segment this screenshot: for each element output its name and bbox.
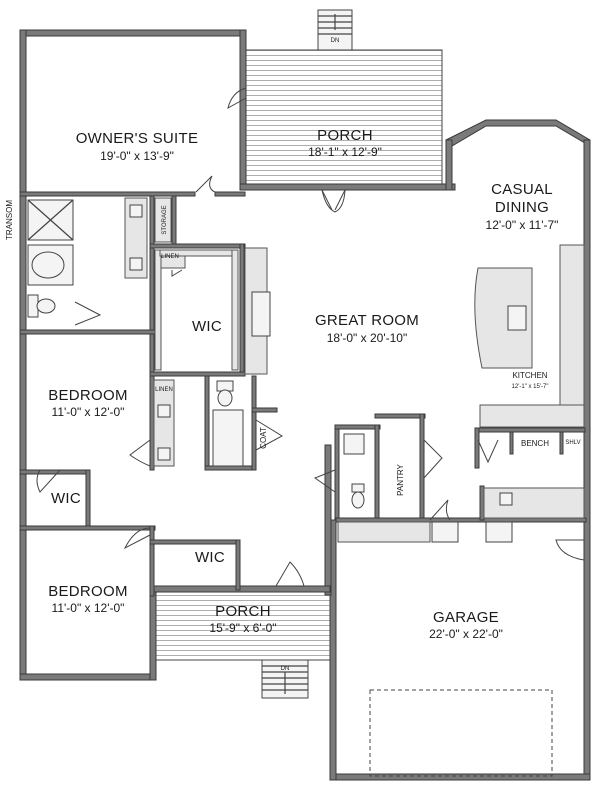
- rear-porch-steps: DN: [317, 9, 353, 51]
- linen-2-label: LINEN: [155, 387, 173, 393]
- bedroom-2-wic-label: WIC: [195, 549, 225, 566]
- front-porch-dim: 15'-9" x 6'-0": [209, 621, 276, 635]
- pantry-label: PANTRY: [396, 463, 405, 495]
- bedroom-1-label: BEDROOM: [48, 387, 128, 404]
- casual-dining-label-1: CASUAL: [491, 181, 553, 198]
- rear-porch-label: PORCH: [317, 127, 373, 144]
- bedroom-1-wic-label: WIC: [51, 490, 81, 507]
- great-room-dim: 18'-0" x 20'-10": [327, 331, 407, 345]
- owners-suite-label: OWNER'S SUITE: [76, 130, 199, 147]
- bedroom-2-dim: 11'-0" x 12'-0": [52, 601, 125, 615]
- rear-porch-floor: [243, 49, 443, 191]
- interior-walls: [19, 191, 587, 597]
- front-porch-floor: [152, 591, 332, 661]
- owners-suite-dim: 19'-0" x 13'-9": [100, 149, 174, 163]
- storage-label: STORAGE: [162, 205, 168, 234]
- bedroom-1-dim: 11'-0" x 12'-0": [52, 405, 125, 419]
- shlv-label: SHLV: [565, 440, 580, 446]
- fixtures: [27, 197, 585, 777]
- casual-dining-dim: 12'-0" x 11'-7": [486, 218, 559, 232]
- kitchen-label: KITCHEN: [512, 371, 547, 380]
- great-room-label: GREAT ROOM: [315, 312, 419, 329]
- coat-label: COAT: [259, 427, 268, 449]
- bedroom-2-label: BEDROOM: [48, 583, 128, 600]
- doors: [36, 87, 585, 587]
- casual-dining-label-2: DINING: [495, 199, 549, 216]
- master-wic-label: WIC: [192, 318, 222, 335]
- rear-steps-dn-label: DN: [331, 38, 340, 44]
- linen-1-label: LINEN: [161, 254, 179, 260]
- rear-porch-dim: 18'-1" x 12'-9": [308, 145, 382, 159]
- front-porch-steps: DN: [261, 659, 309, 699]
- garage-dim: 22'-0" x 22'-0": [429, 627, 503, 641]
- transom-label: TRANSOM: [5, 200, 14, 240]
- bench-label: BENCH: [521, 439, 549, 448]
- front-steps-dn-label: DN: [281, 666, 290, 672]
- kitchen-dim: 12'-1" x 15'-7": [512, 384, 549, 390]
- exterior-walls: [19, 29, 591, 781]
- room-labels: OWNER'S SUITE 19'-0" x 13'-9" PORCH 18'-…: [48, 127, 580, 641]
- front-porch-label: PORCH: [215, 603, 271, 620]
- garage-label: GARAGE: [433, 609, 499, 626]
